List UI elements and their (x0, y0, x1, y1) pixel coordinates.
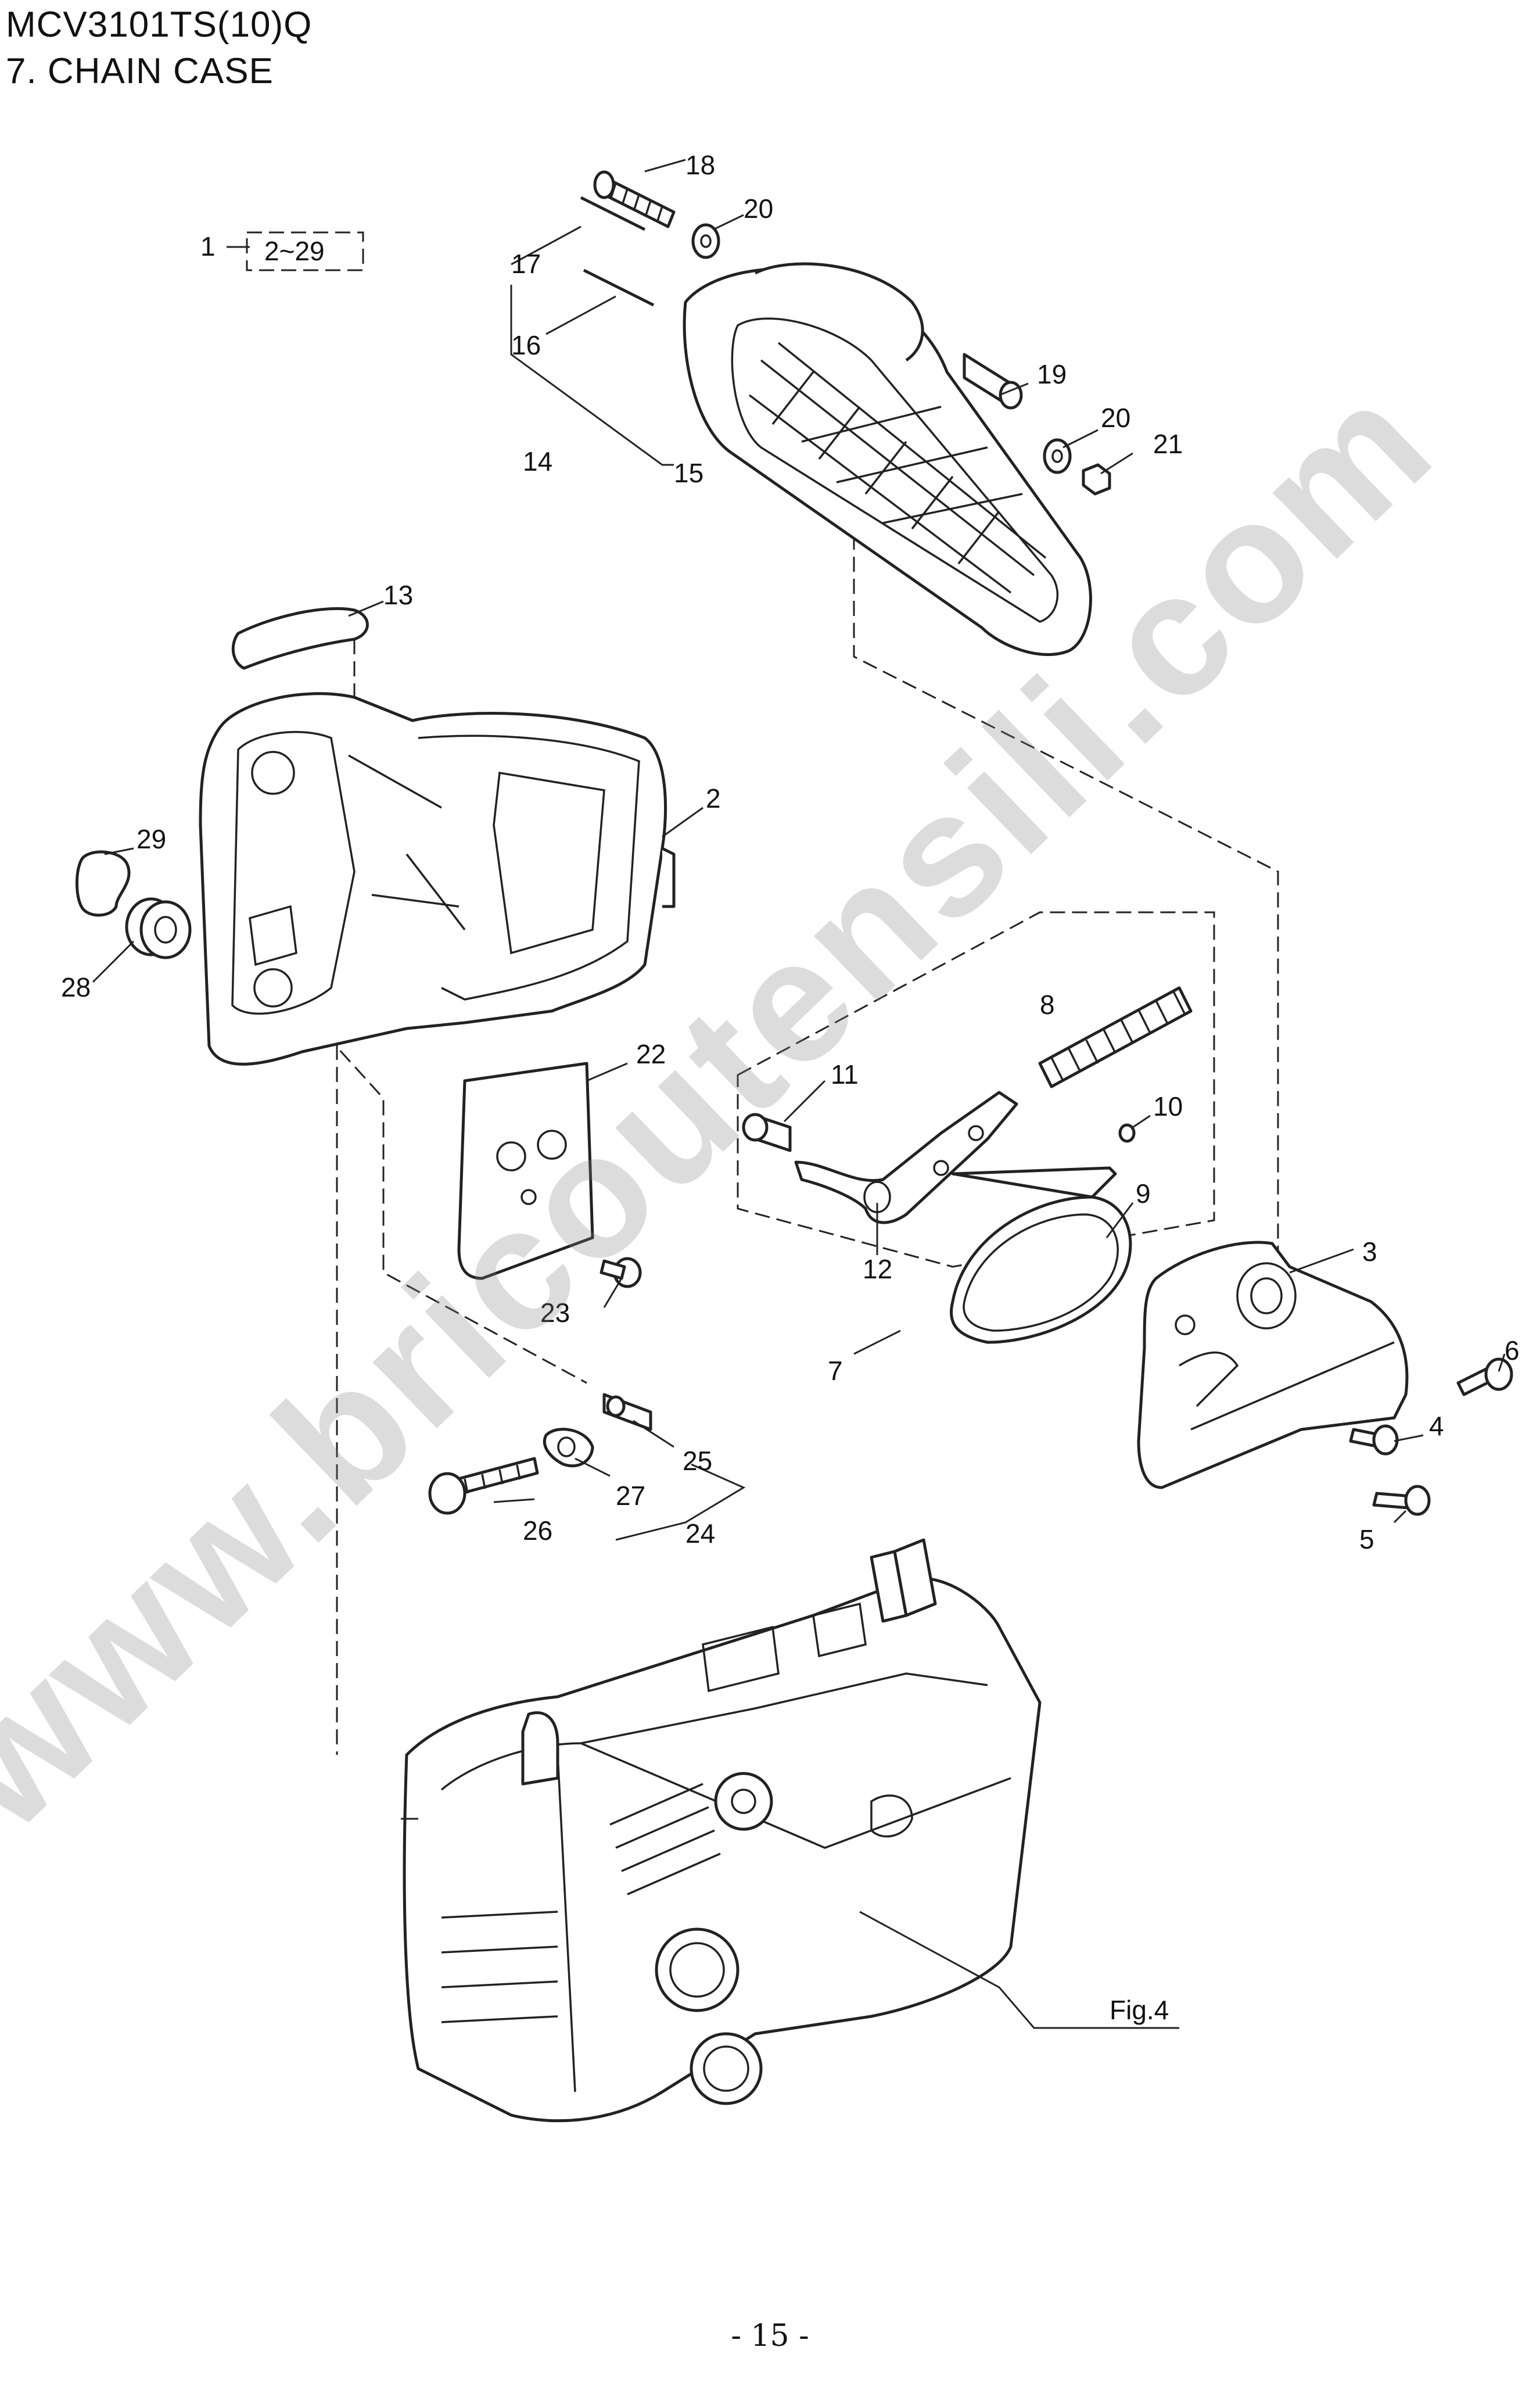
callout-9: 9 (1136, 1178, 1151, 1209)
callout-6: 6 (1505, 1335, 1520, 1366)
callout-13: 13 (383, 580, 413, 610)
part-13-plate (231, 607, 369, 670)
section-title: 7. CHAIN CASE (6, 51, 274, 91)
fig-4-crankcase (401, 1538, 1042, 2123)
callout-11: 11 (831, 1059, 859, 1090)
callout-22: 22 (636, 1039, 666, 1069)
parts-16-17-18-studs (580, 170, 676, 307)
callout-28: 28 (61, 972, 91, 1002)
model-number: MCV3101TS(10)Q (6, 5, 313, 45)
callout-7: 7 (828, 1356, 843, 1386)
assembly-guide-lines (324, 535, 1279, 1755)
callout-23: 23 (540, 1298, 570, 1328)
callout-29: 29 (137, 824, 166, 854)
parts-24-27-chain-tensioner (428, 1393, 652, 1515)
part-11-bushing (742, 1113, 792, 1152)
callout-8: 8 (1040, 990, 1055, 1020)
callout-17: 17 (511, 249, 541, 279)
part-3-sprocket-cover (1137, 1241, 1409, 1489)
callout-19: 19 (1037, 359, 1067, 389)
parts-4-5-6-screws (1349, 1357, 1513, 1516)
callout-21: 21 (1153, 429, 1183, 459)
callout-15: 15 (674, 458, 703, 488)
part-10-pin (1118, 1123, 1136, 1143)
callout-14: 14 (523, 446, 552, 476)
page-number: - 15 - (731, 2319, 809, 2353)
part-2-chain-case (199, 692, 676, 1066)
callout-10: 10 (1153, 1091, 1183, 1121)
callout-2: 2 (706, 783, 721, 814)
callout-fig-4: Fig.4 (1110, 1995, 1169, 2025)
callout-26: 26 (523, 1515, 552, 1546)
callout-2-29: 2~29 (264, 236, 325, 266)
part-8-spring (1038, 986, 1193, 1088)
leader-lines (92, 159, 1506, 2029)
part-28-bushing (125, 897, 192, 959)
callout-1: 1 (200, 231, 216, 261)
callout-18: 18 (685, 150, 715, 180)
callout-20a: 20 (744, 193, 773, 224)
part-12-brake-lever (794, 1091, 1018, 1224)
part-9-brake-band (950, 1166, 1132, 1344)
callout-5: 5 (1359, 1524, 1374, 1554)
callout-25: 25 (683, 1446, 712, 1476)
callout-4: 4 (1429, 1411, 1444, 1441)
callout-3: 3 (1362, 1237, 1377, 1267)
part-22-plate (457, 1062, 594, 1280)
callout-20b: 20 (1101, 403, 1130, 433)
callout-labels: 1 2~29 18 20 17 16 19 20 21 14 15 13 2 2… (61, 150, 1520, 2025)
callout-12: 12 (863, 1254, 892, 1284)
callout-27: 27 (616, 1481, 645, 1511)
callout-24: 24 (685, 1518, 715, 1549)
part-15-chain-cover (683, 262, 1092, 656)
part-29-spring-clip (76, 850, 131, 917)
callout-16: 16 (511, 330, 541, 360)
